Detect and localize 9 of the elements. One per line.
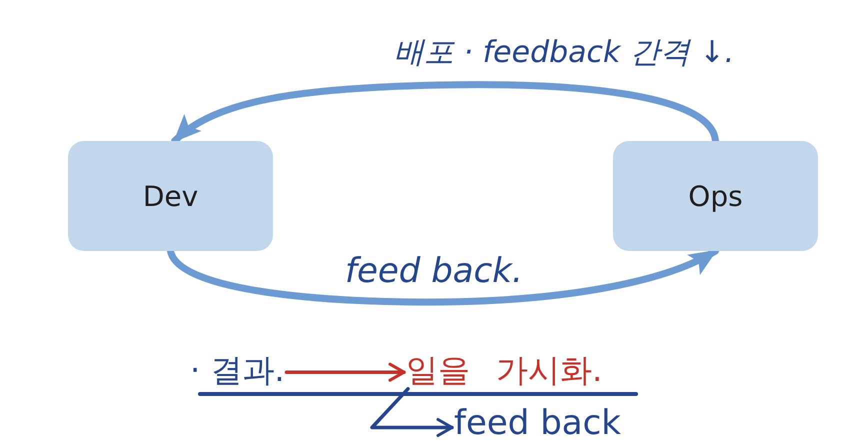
- rounded-box: Dev: [68, 141, 273, 251]
- handwritten-note: 일을 가시화.: [404, 352, 604, 389]
- edge-label: 배포 · feedback 간격 ↓.: [393, 36, 736, 70]
- edge-label: feed back.: [344, 252, 524, 290]
- arrow: [284, 362, 406, 382]
- rounded-box: Ops: [613, 141, 818, 251]
- handwritten-note: feed back: [452, 404, 623, 444]
- handwritten-note: · 결과.: [188, 352, 287, 389]
- bent-arrow: [370, 387, 454, 437]
